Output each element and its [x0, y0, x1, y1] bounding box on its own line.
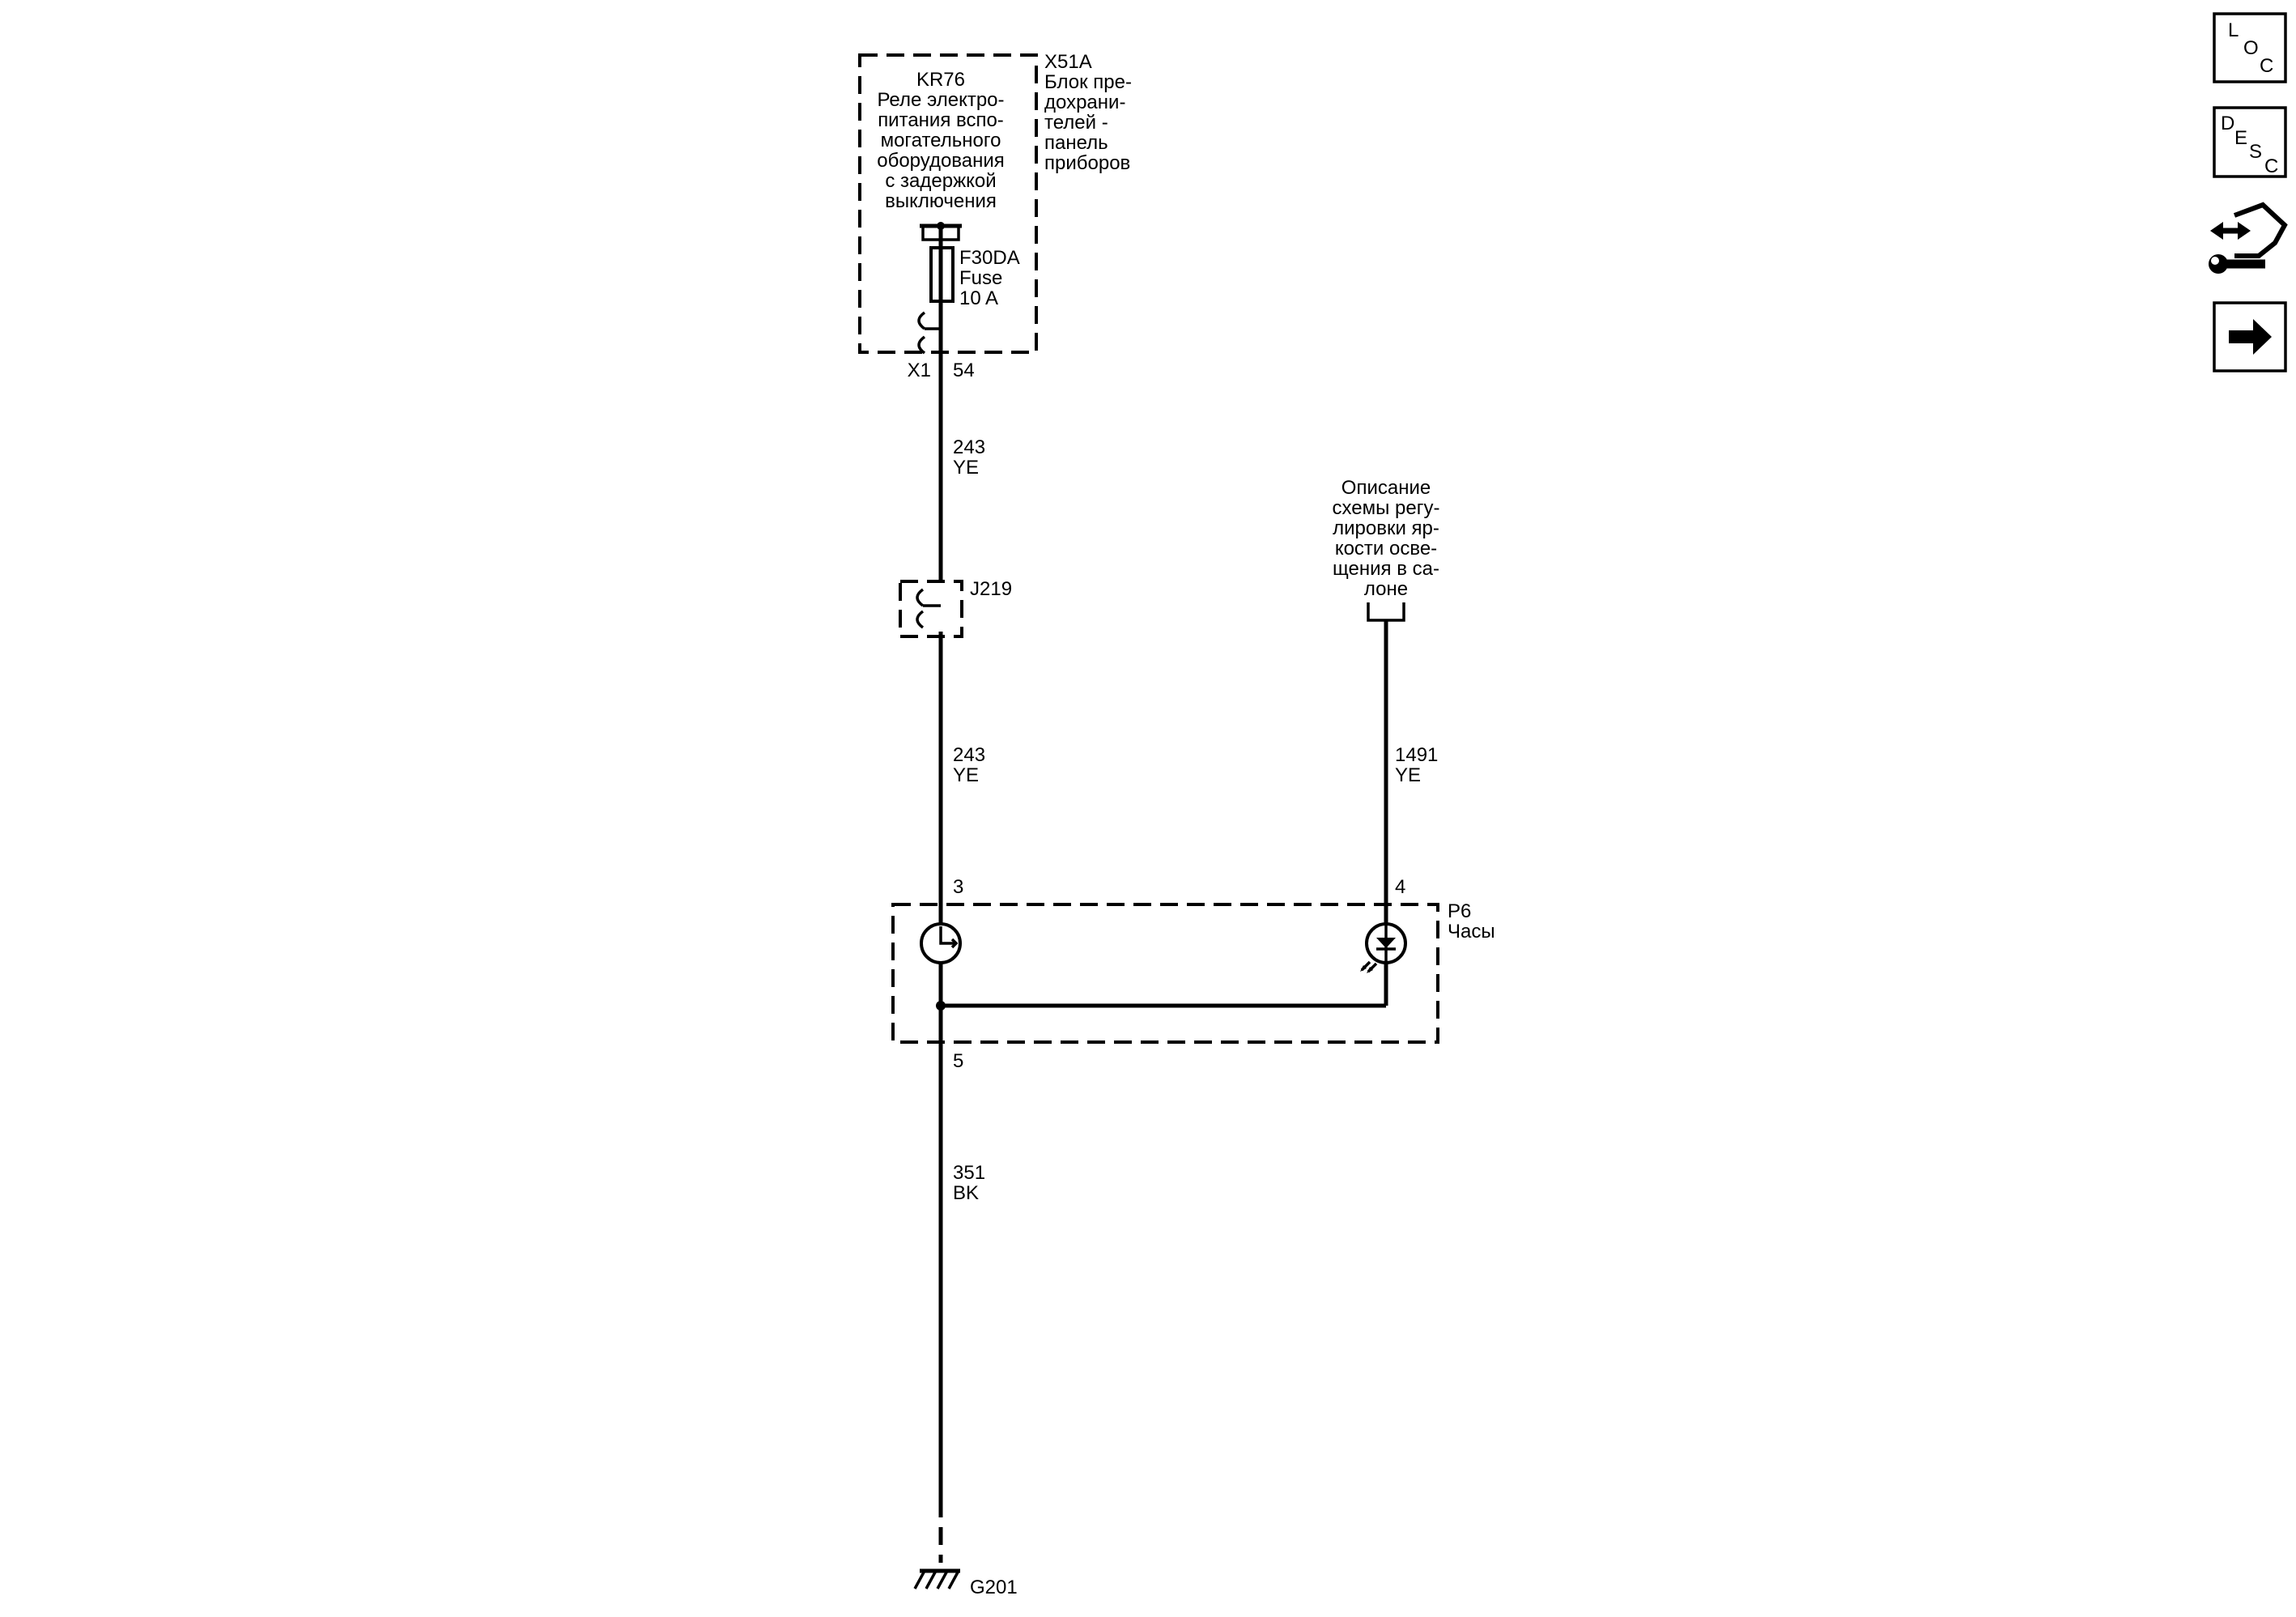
connector-x1-pin: 54: [953, 360, 975, 381]
svg-text:с задержкой: с задержкой: [885, 170, 996, 192]
wire-243-lower-color: YE: [953, 764, 979, 786]
svg-text:лировки яр-: лировки яр-: [1333, 517, 1439, 539]
svg-text:могательного: могательного: [881, 130, 1001, 151]
clock-name: Часы: [1448, 921, 1495, 943]
svg-text:дохрани-: дохрани-: [1044, 91, 1125, 113]
clock-outline: [891, 903, 1439, 1044]
relay-description: Реле электро- питания вспо- могательного…: [877, 89, 1005, 212]
svg-text:C: C: [2260, 55, 2273, 77]
clock-pin-lamp: 4: [1395, 876, 1405, 898]
svg-text:E: E: [2234, 127, 2247, 149]
clock-id: P6: [1448, 900, 1471, 922]
arrow-right-icon: [2229, 319, 2272, 355]
relay-id: KR76: [916, 69, 965, 91]
wire-1491-color: YE: [1395, 764, 1421, 786]
ground-id: G201: [970, 1577, 1018, 1598]
splice-symbol: [916, 588, 941, 629]
clock-icon: [920, 922, 962, 964]
fuse-rating: 10 A: [959, 287, 998, 309]
connector-wrench-button[interactable]: [2209, 197, 2291, 281]
svg-text:выключения: выключения: [885, 190, 997, 212]
reference-description: Описание схемы регу- лировки яр- кости о…: [1333, 477, 1440, 600]
reference-terminal: [1367, 602, 1405, 622]
fuse-id: F30DA: [959, 247, 1020, 269]
svg-text:C: C: [2264, 155, 2278, 177]
splice-outline: [899, 580, 963, 638]
svg-text:S: S: [2249, 141, 2262, 163]
svg-text:щения в са-: щения в са-: [1333, 558, 1439, 580]
svg-text:питания вспо-: питания вспо-: [878, 109, 1004, 131]
next-button[interactable]: [2213, 301, 2287, 372]
svg-text:приборов: приборов: [1044, 152, 1130, 174]
fuse-block-outline: [858, 53, 1038, 354]
connector-wrench-icon: [2209, 202, 2288, 274]
svg-text:лоне: лоне: [1364, 578, 1408, 600]
wire-1491-circuit: 1491: [1395, 744, 1438, 766]
desc-button[interactable]: D E S C: [2213, 106, 2287, 178]
wire-243-upper-circuit: 243: [953, 436, 985, 458]
wire-243-upper-color: YE: [953, 457, 979, 479]
ground-icon: [913, 1568, 960, 1589]
connector-x1-symbol: [917, 311, 941, 355]
svg-text:O: O: [2243, 37, 2259, 59]
wire-243-lower-circuit: 243: [953, 744, 985, 766]
loc-button[interactable]: L O C: [2213, 12, 2287, 83]
splice-id: J219: [970, 578, 1012, 600]
svg-text:L: L: [2228, 19, 2239, 41]
svg-text:схемы регу-: схемы регу-: [1333, 497, 1440, 519]
svg-text:Описание: Описание: [1341, 477, 1431, 499]
svg-text:D: D: [2221, 113, 2234, 134]
svg-text:телей -: телей -: [1044, 112, 1108, 134]
fuse-block-id: X51A: [1044, 51, 1092, 73]
svg-text:оборудования: оборудования: [877, 150, 1005, 172]
clock-pin-supply: 3: [953, 876, 963, 898]
fuse-block-description: Блок пре- дохрани- телей - панель прибор…: [1044, 71, 1132, 174]
wire-351-color: BK: [953, 1182, 979, 1204]
clock-pin-ground: 5: [953, 1050, 963, 1072]
svg-text:Блок пре-: Блок пре-: [1044, 71, 1132, 93]
connector-x1-id: X1: [908, 360, 931, 381]
wire-351-circuit: 351: [953, 1162, 985, 1184]
fuse-type: Fuse: [959, 267, 1002, 289]
svg-text:панель: панель: [1044, 132, 1108, 154]
svg-text:кости осве-: кости осве-: [1335, 538, 1437, 560]
led-lamp-icon: [1360, 922, 1407, 973]
svg-text:Реле электро-: Реле электро-: [877, 89, 1004, 111]
